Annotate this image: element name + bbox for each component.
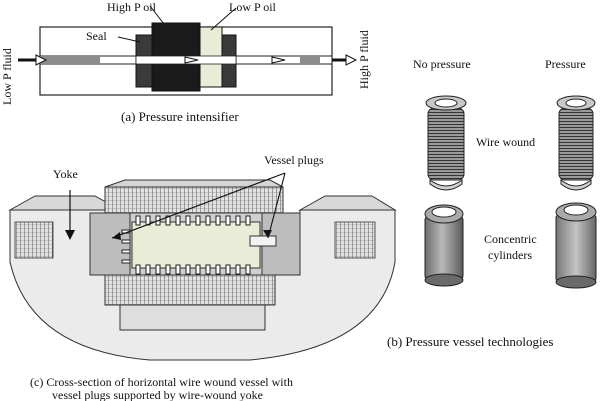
high-p-oil-label: High P oil xyxy=(107,0,157,14)
yoke-arrow xyxy=(65,190,75,240)
plug-pin xyxy=(249,235,277,247)
plug-arrowhead-left xyxy=(112,232,121,240)
caption-c-line2: vessel plugs supported by wire-wound yok… xyxy=(52,388,263,401)
yoke-winding-left xyxy=(14,221,54,259)
piston-arrow-2 xyxy=(271,56,286,64)
seal-leader xyxy=(117,36,141,43)
low-p-fluid-label: Low P fluid xyxy=(0,48,14,105)
low-p-chamber xyxy=(40,56,100,64)
yoke-right-top xyxy=(298,195,397,211)
low-p-oil-leader xyxy=(210,7,237,31)
caption-c-line1: (c) Cross-section of horizontal wire wou… xyxy=(30,375,293,389)
vessel-top-winding xyxy=(104,186,284,214)
concentric-vessel-unpressurized xyxy=(424,204,464,287)
yoke-label: Yoke xyxy=(53,167,78,181)
caption-a: (a) Pressure intensifier xyxy=(121,109,239,124)
piston-arrow-1 xyxy=(184,56,199,64)
wire-wound-label: Wire wound xyxy=(476,135,535,149)
yoke-left-top xyxy=(8,195,122,211)
high-p-oil-leader xyxy=(149,5,165,25)
seal-label: Seal xyxy=(86,29,107,43)
high-p-fluid-label: High P fluid xyxy=(357,30,371,89)
wire-wound-vessel-unpressurized xyxy=(425,95,467,191)
outlet-arrow xyxy=(332,54,358,66)
panel-a-intensifier: High P oil Low P oil Seal Low P fluid Hi… xyxy=(0,0,371,124)
panel-b-vessels: No pressure Pressure Wire wound xyxy=(387,57,597,349)
concentric-label-2: cylinders xyxy=(488,248,532,262)
caption-b: (b) Pressure vessel technologies xyxy=(387,334,553,349)
vessel-base xyxy=(119,304,266,331)
concentric-label-1: Concentric xyxy=(484,232,537,246)
vessel-plugs-label: Vessel plugs xyxy=(264,153,324,167)
col-no-pressure-label: No pressure xyxy=(413,57,471,71)
plug-leaders xyxy=(111,172,286,239)
low-p-oil-label: Low P oil xyxy=(229,0,277,14)
plug-arrowhead-right xyxy=(263,230,272,238)
col-pressure-label: Pressure xyxy=(545,57,586,71)
vessel-plug-left xyxy=(89,212,131,276)
wire-wound-vessel-pressurized xyxy=(556,95,596,191)
vessel-bore xyxy=(131,221,261,269)
panel-c-vessel: Yoke Vessel plugs (c) Cross-section of h… xyxy=(8,153,397,401)
inlet-arrow xyxy=(18,54,48,66)
yoke-winding-right xyxy=(334,221,376,259)
vessel-bottom-winding xyxy=(104,274,276,306)
high-p-chamber xyxy=(300,56,320,64)
concentric-vessel-pressurized xyxy=(555,202,597,289)
